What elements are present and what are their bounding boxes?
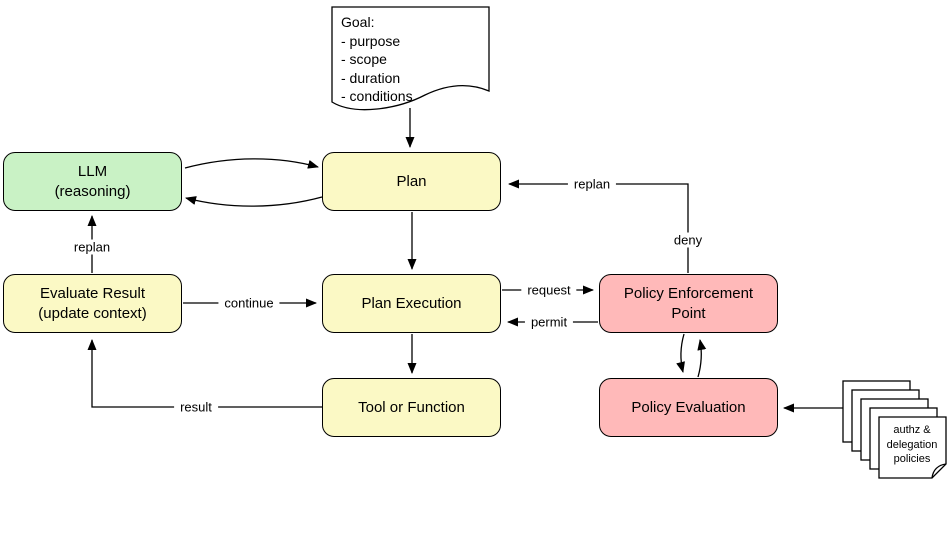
arrow-policy-evaluation-to-pep xyxy=(697,339,707,378)
policies-label-line1: authz & xyxy=(893,424,931,436)
policies-document-label: authz & delegation policies xyxy=(876,423,948,467)
llm-node: LLM (reasoning) xyxy=(3,152,182,211)
goal-item-conditions: - conditions xyxy=(341,88,413,104)
plan-node-label: Plan xyxy=(396,172,427,190)
goal-document: Goal: - purpose - scope - duration - con… xyxy=(341,13,481,106)
arrow-pep-to-plan-deny-replan xyxy=(508,179,689,273)
goal-item-scope: - scope xyxy=(341,51,387,67)
edge-label-replan-to-llm: replan xyxy=(67,239,117,255)
policy-evaluation-node: Policy Evaluation xyxy=(599,378,778,437)
stack-front-page xyxy=(878,416,947,479)
goal-item-duration: - duration xyxy=(341,69,401,86)
edge-label-permit: permit xyxy=(524,314,574,330)
evaluate-result-label-line1: Evaluate Result xyxy=(39,285,146,303)
evaluate-result-node: Evaluate Result (update context) xyxy=(3,274,182,333)
tool-or-function-node: Tool or Function xyxy=(322,378,501,437)
arrow-tool-to-evaluate-result xyxy=(87,339,322,408)
edge-label-result: result xyxy=(174,399,218,415)
policies-label-line2: delegation xyxy=(886,438,938,451)
edge-label-request: request xyxy=(521,282,577,298)
edge-label-continue: continue xyxy=(218,295,280,311)
plan-execution-label: Plan Execution xyxy=(361,294,462,312)
llm-node-label-line2: (reasoning) xyxy=(54,182,131,200)
llm-node-label-line1: LLM xyxy=(77,163,108,181)
goal-item-purpose: - purpose xyxy=(341,32,401,49)
goal-document-shape xyxy=(331,6,490,111)
evaluate-result-label-line2: (update context) xyxy=(38,304,147,322)
policies-document-stack-shape xyxy=(842,380,947,479)
goal-title: Goal: xyxy=(341,14,375,30)
edge-label-deny: deny xyxy=(667,232,709,248)
arrow-plan-to-llm xyxy=(185,196,323,207)
arrow-pep-to-policy-evaluation xyxy=(676,333,685,373)
pep-label-line2: Point xyxy=(671,304,706,322)
policy-enforcement-point-node: Policy Enforcement Point xyxy=(599,274,778,333)
tool-or-function-label: Tool or Function xyxy=(358,398,465,416)
plan-execution-node: Plan Execution xyxy=(322,274,501,333)
policies-label-line3: policies xyxy=(893,453,931,465)
plan-node: Plan xyxy=(322,152,501,211)
policy-evaluation-label: Policy Evaluation xyxy=(631,398,746,416)
edge-label-replan-to-plan: replan xyxy=(567,176,617,192)
stack-page-fold xyxy=(931,463,947,479)
arrow-llm-to-plan xyxy=(184,158,319,169)
pep-label-line1: Policy Enforcement xyxy=(623,285,754,303)
